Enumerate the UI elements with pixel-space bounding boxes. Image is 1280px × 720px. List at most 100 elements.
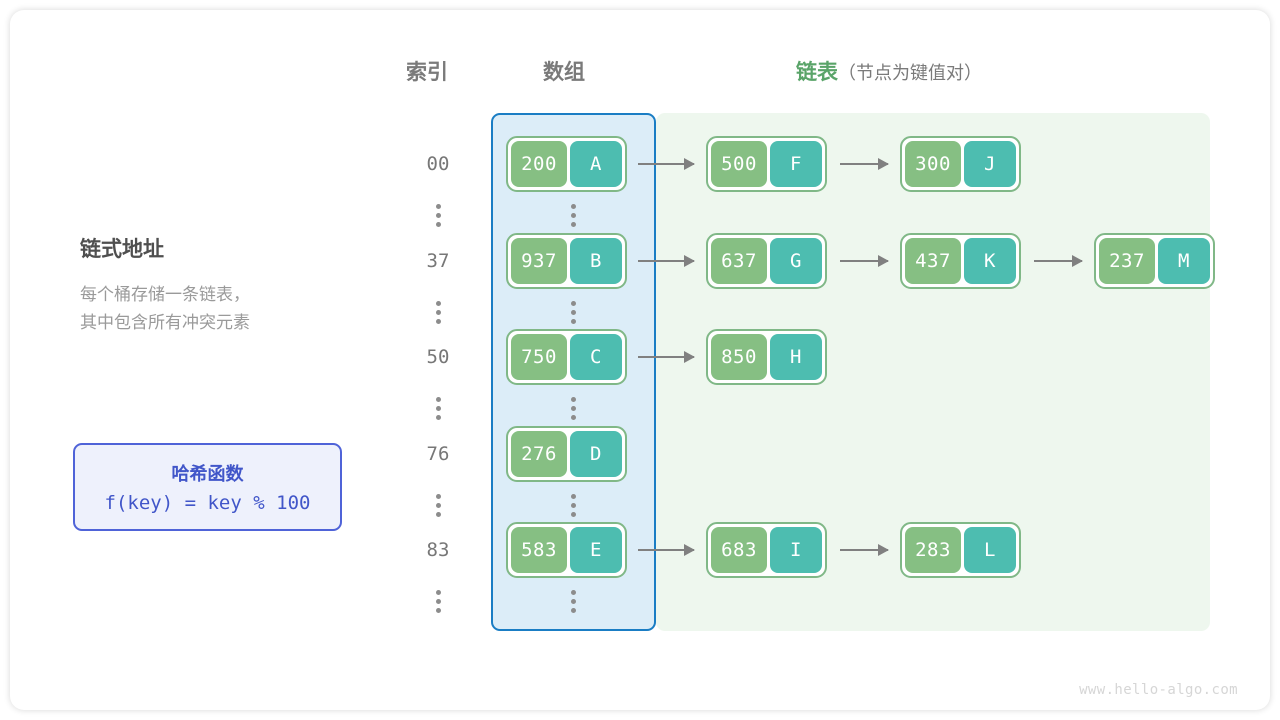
column-heading-linked-list-main: 链表: [796, 61, 838, 84]
node-key: 437: [905, 238, 961, 284]
chain-arrow: [840, 162, 888, 166]
ellipsis-dot: [570, 607, 576, 613]
watermark: www.hello-algo.com: [1079, 682, 1238, 698]
node-key: 937: [511, 238, 567, 284]
ellipsis-dot: [435, 607, 441, 613]
ellipsis-dot: [570, 203, 576, 209]
bucket-index-label: 50: [426, 346, 450, 368]
column-heading-linked-list-sub: （节点为键值对）: [838, 63, 982, 83]
description-body: 每个桶存储一条链表， 其中包含所有冲突元素: [80, 285, 250, 332]
ellipsis-dot: [570, 502, 576, 508]
node-key: 276: [511, 431, 567, 477]
node-value: B: [570, 238, 622, 284]
index-ellipsis: [403, 193, 473, 237]
node-key: 283: [905, 527, 961, 573]
node-key: 637: [711, 238, 767, 284]
chain-arrow: [638, 548, 694, 552]
index-ellipsis: [403, 386, 473, 430]
node-value: M: [1158, 238, 1210, 284]
description-title: 链式地址: [80, 238, 164, 261]
ellipsis-dot: [570, 396, 576, 402]
ellipsis-dot: [570, 221, 576, 227]
hash-function-title: 哈希函数: [171, 464, 244, 484]
array-ellipsis: [538, 193, 608, 237]
ellipsis-dot: [435, 414, 441, 420]
node-key: 850: [711, 334, 767, 380]
array-ellipsis: [538, 386, 608, 430]
index-ellipsis: [403, 290, 473, 334]
ellipsis-dot: [435, 589, 441, 595]
chain-arrow: [840, 548, 888, 552]
array-ellipsis: [538, 579, 608, 623]
array-ellipsis: [538, 483, 608, 527]
ellipsis-dot: [435, 221, 441, 227]
ellipsis-dot: [570, 598, 576, 604]
node-value: F: [770, 141, 822, 187]
bucket-index-label: 37: [426, 250, 450, 272]
ellipsis-dot: [435, 203, 441, 209]
node-key: 500: [711, 141, 767, 187]
ellipsis-dot: [570, 493, 576, 499]
node-value: D: [570, 431, 622, 477]
ellipsis-dot: [435, 502, 441, 508]
node-value: G: [770, 238, 822, 284]
node-value: A: [570, 141, 622, 187]
node-key: 583: [511, 527, 567, 573]
bucket-index-label: 76: [426, 443, 450, 465]
node-key: 683: [711, 527, 767, 573]
ellipsis-dot: [435, 318, 441, 324]
ellipsis-dot: [570, 212, 576, 218]
column-heading-linked-list: 链表（节点为键值对）: [796, 56, 982, 86]
ellipsis-dot: [435, 212, 441, 218]
chain-arrow: [638, 162, 694, 166]
ellipsis-dot: [570, 318, 576, 324]
column-heading-index: 索引: [406, 61, 448, 84]
ellipsis-dot: [570, 511, 576, 517]
chain-arrow: [638, 355, 694, 359]
chain-arrow: [1034, 259, 1082, 263]
ellipsis-dot: [435, 493, 441, 499]
index-ellipsis: [403, 579, 473, 623]
chain-arrow: [638, 259, 694, 263]
ellipsis-dot: [570, 300, 576, 306]
ellipsis-dot: [435, 396, 441, 402]
node-value: I: [770, 527, 822, 573]
node-key: 750: [511, 334, 567, 380]
node-value: L: [964, 527, 1016, 573]
ellipsis-dot: [435, 511, 441, 517]
ellipsis-dot: [570, 414, 576, 420]
hash-function-box: 哈希函数 f(key) = key % 100: [73, 443, 342, 531]
node-key: 200: [511, 141, 567, 187]
node-value: H: [770, 334, 822, 380]
chain-arrow: [840, 259, 888, 263]
ellipsis-dot: [570, 405, 576, 411]
ellipsis-dot: [570, 309, 576, 315]
node-value: E: [570, 527, 622, 573]
hash-function-formula: f(key) = key % 100: [104, 492, 311, 514]
node-value: K: [964, 238, 1016, 284]
ellipsis-dot: [435, 300, 441, 306]
bucket-index-label: 83: [426, 539, 450, 561]
ellipsis-dot: [435, 309, 441, 315]
ellipsis-dot: [570, 589, 576, 595]
bucket-index-label: 00: [426, 153, 450, 175]
index-ellipsis: [403, 483, 473, 527]
node-value: C: [570, 334, 622, 380]
node-value: J: [964, 141, 1016, 187]
array-ellipsis: [538, 290, 608, 334]
